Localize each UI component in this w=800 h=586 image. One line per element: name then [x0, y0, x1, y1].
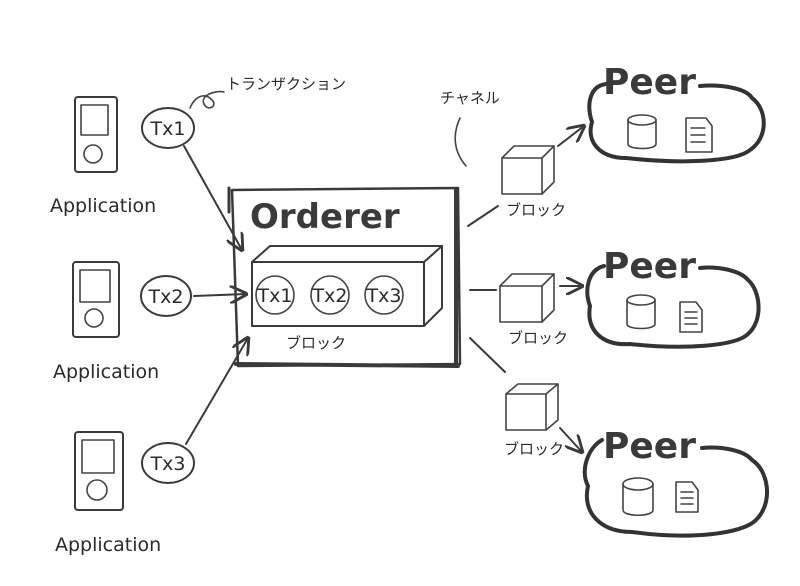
- orderer-title: Orderer: [250, 197, 400, 237]
- tx-label: Tx3: [366, 285, 402, 307]
- tx-bubble-1: Tx1: [141, 107, 195, 149]
- distributed-block-3: ブロック: [504, 383, 564, 458]
- channel-line-top: [467, 205, 499, 227]
- application-3: Application: [55, 431, 161, 556]
- orderer-block-label: ブロック: [286, 334, 346, 352]
- phone-icon: [72, 261, 120, 338]
- application-label: Application: [50, 195, 156, 217]
- tx-bubble-2: Tx2: [140, 275, 192, 317]
- channel-pointer: [454, 117, 467, 167]
- tx-label: Tx2: [312, 285, 348, 307]
- phone-icon: [74, 96, 118, 173]
- tx-label: Tx2: [148, 286, 184, 308]
- block-label: ブロック: [504, 440, 564, 458]
- channel-line-bottom: [469, 337, 506, 373]
- channel-label: チャネル: [440, 89, 500, 107]
- block-label: ブロック: [506, 201, 566, 219]
- peer-1: Peer: [587, 62, 766, 164]
- orderer-block: Tx1 Tx2 Tx3: [251, 245, 443, 327]
- block-tx-2: Tx2: [310, 275, 350, 315]
- application-label: Application: [53, 361, 159, 383]
- orderer-box: [230, 186, 462, 368]
- ledger-document-icon: [675, 481, 699, 513]
- block-tx-1: Tx1: [255, 275, 295, 315]
- orderer: Orderer Tx1 Tx2 Tx3 ブロック: [227, 186, 462, 368]
- arrow-block-to-peer-3: [559, 427, 582, 452]
- distributed-block-1: ブロック: [501, 145, 566, 219]
- peer-title: Peer: [603, 246, 696, 287]
- phone-icon: [74, 431, 124, 511]
- annotation-squiggle: [189, 90, 225, 109]
- ledger-document-icon: [679, 301, 703, 333]
- application-label: Application: [55, 534, 161, 556]
- tx-bubble-3: Tx3: [141, 442, 195, 484]
- peer-title: Peer: [603, 426, 696, 467]
- block-tx-3: Tx3: [364, 275, 404, 315]
- channel-annotation: チャネル: [440, 89, 500, 167]
- database-icon: [627, 114, 657, 150]
- database-icon: [626, 294, 656, 330]
- ledger-document-icon: [685, 117, 713, 153]
- transaction-annotation: トランザクション: [189, 75, 346, 109]
- peer-2: Peer: [585, 246, 761, 349]
- peer-title: Peer: [603, 62, 696, 103]
- tx-label: Tx1: [150, 118, 186, 140]
- block-label: ブロック: [508, 329, 568, 347]
- database-icon: [622, 477, 654, 517]
- application-1: Application: [50, 96, 156, 217]
- arrow-tx2-to-block: [193, 294, 246, 296]
- tx-label: Tx3: [150, 453, 186, 475]
- peer-cloud: [587, 82, 766, 164]
- application-2: Application: [53, 261, 159, 383]
- tx-label: Tx1: [257, 285, 293, 307]
- transaction-label: トランザクション: [226, 75, 346, 93]
- distributed-block-2: ブロック: [499, 273, 568, 347]
- arrow-block-to-peer-1: [557, 126, 584, 147]
- peer-3: Peer: [582, 426, 770, 538]
